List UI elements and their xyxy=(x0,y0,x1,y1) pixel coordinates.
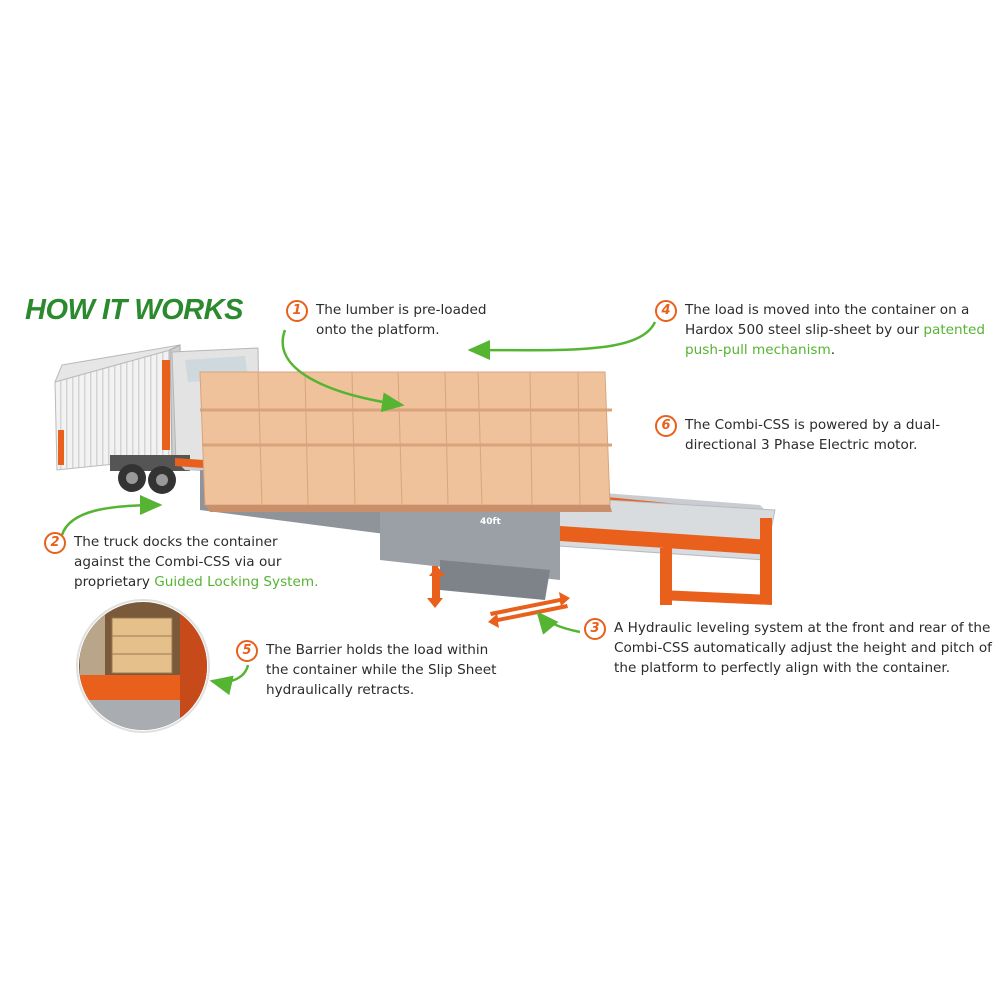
step-6-line-2: directional 3 Phase Electric motor. xyxy=(685,437,918,453)
callout-arrow-5 xyxy=(209,664,250,696)
callout-arrow-1 xyxy=(281,329,405,413)
guided-locking-system-highlight: Guided Locking System. xyxy=(154,574,319,590)
step-2-number-badge: 2 xyxy=(44,532,66,554)
step-5-line-1: The Barrier holds the load within xyxy=(266,642,489,658)
step-5-number-badge: 5 xyxy=(236,640,258,662)
step-4-line-1: The load is moved into the container on … xyxy=(685,302,970,318)
step-3-line-1: A Hydraulic leveling system at the front… xyxy=(614,620,991,636)
step-6-line-1: The Combi-CSS is powered by a dual- xyxy=(685,417,941,433)
step-3-line-3: the platform to perfectly align with the… xyxy=(614,660,951,676)
callout-arrow-3 xyxy=(536,611,581,635)
platform-40ft-label: 40ft xyxy=(480,517,501,527)
step-5-line-3: hydraulically retracts. xyxy=(266,682,415,698)
step-4-number-badge: 4 xyxy=(655,300,677,322)
callout-arrows xyxy=(60,321,657,696)
step-1-number-badge: 1 xyxy=(286,300,308,322)
barrier-inset-photo xyxy=(76,599,210,733)
page-title: HOW IT WORKS xyxy=(25,294,243,326)
step-2-line-3: proprietary Guided Locking System. xyxy=(74,574,319,590)
lumber-load xyxy=(199,371,612,512)
step-2-line-1: The truck docks the container xyxy=(74,534,278,550)
step-4-line-3: push-pull mechanism. xyxy=(685,342,836,358)
step-3-line-2: Combi-CSS automatically adjust the heigh… xyxy=(614,640,992,656)
step-2-line-2: against the Combi-CSS via our xyxy=(74,554,282,570)
callout-arrow-2 xyxy=(60,495,163,536)
step-1-line-1: The lumber is pre-loaded xyxy=(316,302,487,318)
patented-highlight: patented xyxy=(923,322,985,338)
hydraulic-motion-arrows xyxy=(427,566,570,628)
push-pull-mechanism-highlight: push-pull mechanism xyxy=(685,342,831,358)
step-3-number-badge: 3 xyxy=(584,618,606,640)
step-4-line-2: Hardox 500 steel slip-sheet by our paten… xyxy=(685,322,985,338)
step-1-line-2: onto the platform. xyxy=(316,322,440,338)
step-5-line-2: the container while the Slip Sheet xyxy=(266,662,497,678)
callout-arrow-4 xyxy=(467,321,657,361)
step-6-number-badge: 6 xyxy=(655,415,677,437)
truck-wheels xyxy=(110,455,190,494)
